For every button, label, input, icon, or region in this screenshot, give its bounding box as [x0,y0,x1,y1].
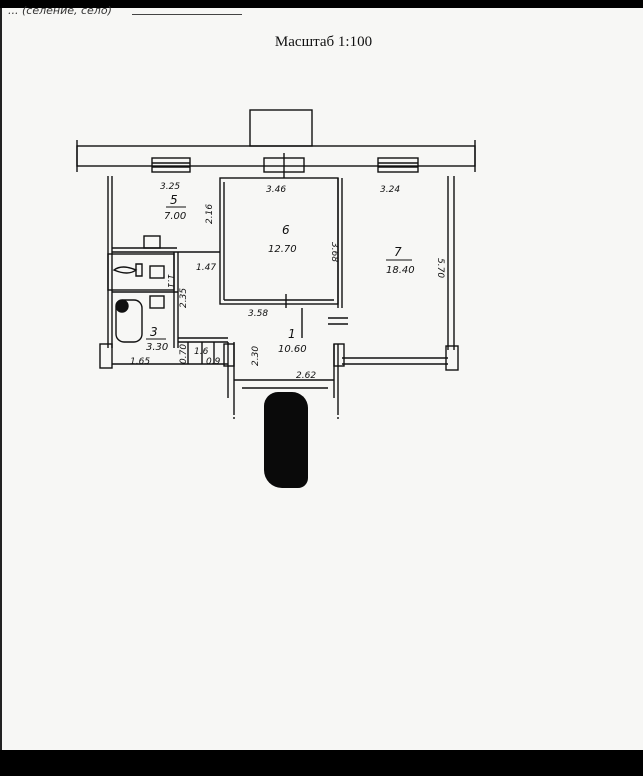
room-6-area: 12.70 [268,244,297,255]
dim-closet-c: 0.9 [206,357,221,367]
dim-room6-height: 3.68 [329,242,339,262]
room-7-number: 7 [394,245,402,259]
dim-room7-width: 3.24 [380,185,400,195]
window-left [151,157,191,173]
dim-hall-width: 2.62 [296,371,316,381]
header-handwriting: ... (селение, село) [8,4,112,17]
room-1-number: 1 [288,327,296,341]
room-3-area: 3.30 [146,342,168,353]
header-underline [132,14,242,15]
dim-room6-width: 3.46 [266,185,286,195]
dim-closet-b: 1.6 [194,347,209,357]
room-3-number: 3 [150,325,158,339]
dim-corridor-small: 1.47 [196,263,216,273]
dim-hall-height: 2.30 [251,346,261,366]
wall-stub-left [99,343,113,369]
room-6-number: 6 [282,223,290,237]
balcony [249,109,313,147]
dim-room5-width: 3.25 [160,182,180,192]
room-6-outline [219,177,339,305]
window-middle [263,153,305,178]
room-5-area: 7.00 [164,211,186,222]
dim-closet-a: 0.70 [179,344,189,364]
window-right [377,157,419,173]
toilet [112,263,143,277]
dim-room5-height: 2.16 [205,204,215,224]
wall-stub-right [445,345,459,371]
dim-bath-width: 1.65 [130,357,150,367]
dim-room6-bottom: 3.58 [248,309,268,319]
scale-label: Масштаб 1:100 [274,34,373,50]
dim-bath-wc-height: 2.35 [179,288,189,308]
room-1-area: 10.60 [278,344,307,355]
plan-sheet: ... (селение, село) Масштаб 1:100 [0,4,643,750]
bathtub [115,299,143,343]
redaction-mark [264,392,308,488]
floor-plan: 5 7.00 6 12.70 7 18.40 1 10.60 3 3.30 3.… [76,109,476,420]
room-7-area: 18.40 [386,265,415,276]
dim-wc-width: 1.1 [165,274,175,288]
room-5-number-value: 5 [170,193,178,207]
dim-room7-height: 5.70 [435,258,445,278]
